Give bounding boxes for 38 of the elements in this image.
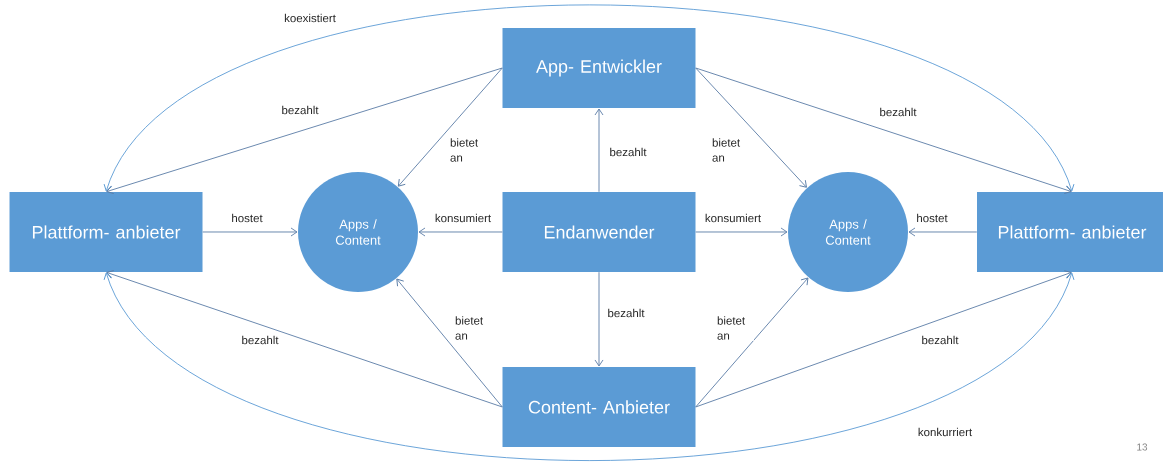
page-number: 13 xyxy=(1137,443,1148,451)
arrow xyxy=(695,67,807,188)
arrow xyxy=(594,108,604,193)
role-box: Plattform- anbieter xyxy=(977,192,1163,272)
arrow xyxy=(103,4,1075,192)
arrow xyxy=(594,271,604,367)
arrow xyxy=(106,67,503,195)
arrow xyxy=(396,278,503,408)
arrow xyxy=(908,227,978,237)
edge-label: konkurriert xyxy=(916,426,974,438)
edge-label: bietet an xyxy=(716,315,754,341)
edge-label: hostet xyxy=(230,212,264,224)
arrow xyxy=(418,227,503,237)
edge-label: bezahlt xyxy=(608,146,648,158)
arrow xyxy=(397,67,503,187)
arrow xyxy=(202,227,298,237)
edge-label: bezahlt xyxy=(920,334,960,346)
edge-label: bezahlt xyxy=(280,104,320,116)
role-box: Content- Anbieter xyxy=(502,367,696,447)
role-box: App- Entwickler xyxy=(502,28,696,108)
edge-label: konsumiert xyxy=(433,212,493,224)
edge-label: koexistiert xyxy=(283,12,337,24)
edge-label: bezahlt xyxy=(240,334,280,346)
arrow xyxy=(695,227,788,237)
edge-label: hostet xyxy=(915,212,949,224)
edge-label: konsumiert xyxy=(703,212,763,224)
role-box: Plattform- anbieter xyxy=(9,192,203,272)
role-box: Endanwender xyxy=(502,192,696,272)
edge-label: bezahlt xyxy=(606,307,646,319)
arrow xyxy=(106,270,503,408)
edge-label: bietet an xyxy=(711,137,749,163)
arrow xyxy=(103,272,1075,462)
arrow xyxy=(695,277,809,408)
edge-label: bietet an xyxy=(449,137,487,163)
arrow xyxy=(695,270,1072,408)
edge-label: bietet an xyxy=(454,315,492,341)
arrow xyxy=(695,67,1072,194)
edge-label: bezahlt xyxy=(878,106,918,118)
